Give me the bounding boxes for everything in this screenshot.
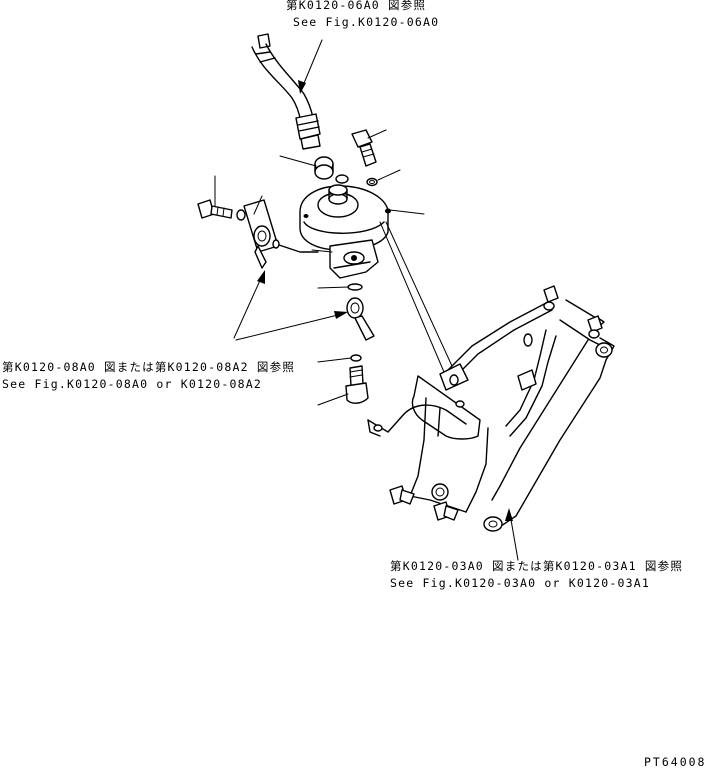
hose [251, 33, 314, 123]
washer [335, 174, 349, 184]
hose-fitting [295, 113, 321, 150]
arrow-bracket-ref [505, 508, 519, 561]
control-valve [299, 184, 391, 279]
leader-lines-valve [214, 129, 425, 406]
drawing-number: PT64008 [644, 755, 707, 769]
hose-end [346, 297, 375, 341]
o-ring-lower [347, 283, 363, 291]
bracket-ref-en-label: See Fig.K0120-03A0 or K0120-03A1 [390, 576, 650, 590]
bracket [367, 285, 615, 532]
hose-ref-en-label: See Fig.K0120-06A0 [293, 15, 440, 29]
hose-end-ref-jp-label: 第K0120-08A0 図または第K0120-08A2 図参照 [2, 360, 296, 374]
plug-fitting [345, 365, 369, 404]
arrow-hose-end-ref-right [235, 311, 348, 341]
o-ring-small [350, 354, 362, 362]
bolt-top [351, 129, 377, 167]
arrow-hose-end-ref-left [233, 270, 265, 339]
hose-ref-jp-label: 第K0120-06A0 図参照 [286, 0, 427, 12]
hose-end-ref-en-label: See Fig.K0120-08A0 or K0120-08A2 [2, 377, 262, 391]
leader-valve-to-bracket [379, 221, 453, 373]
mount-plate [243, 199, 319, 269]
bracket-ref-jp-label: 第K0120-03A0 図または第K0120-03A1 図参照 [390, 559, 684, 573]
arrow-hose-ref [298, 39, 323, 94]
bolt-left [197, 199, 246, 221]
nut [314, 156, 334, 180]
o-ring-top [366, 177, 378, 187]
